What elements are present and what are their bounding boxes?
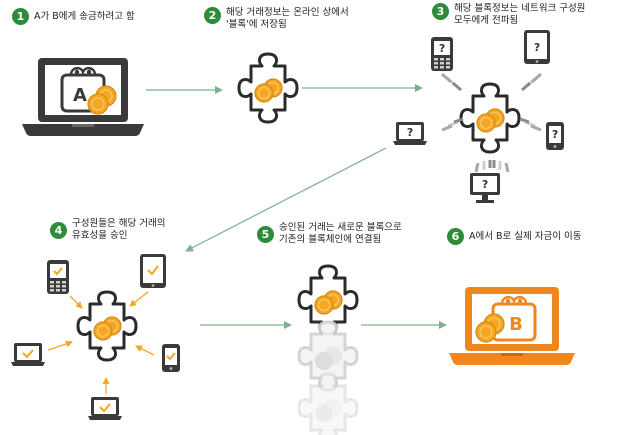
tablet-icon	[524, 30, 550, 64]
step-text: A에서 B로 실제 자금이 이동	[469, 231, 582, 242]
wallet-a-label: A	[73, 85, 87, 106]
step-number: 3	[432, 3, 449, 20]
laptop-icon	[393, 122, 427, 145]
block-puzzle-icon	[237, 52, 299, 124]
step-5: 5 승인된 거래는 새로운 블록으로 기존의 블록체인에 연결됨	[257, 222, 402, 246]
step-3: 3 해당 블록정보는 네트워크 구성원 모두에게 전파됨	[432, 3, 585, 27]
phone-icon	[546, 122, 564, 150]
flow-arrow	[185, 147, 387, 252]
phone-icon	[431, 37, 453, 71]
laptop-icon	[11, 343, 45, 366]
step-6: 6 A에서 B로 실제 자금이 이동	[447, 228, 582, 245]
block-puzzle-icon	[459, 82, 521, 154]
coin-icon	[475, 313, 505, 343]
receiver-laptop: B	[449, 287, 575, 365]
wallet-b-label: B	[509, 314, 523, 335]
sender-laptop: A	[22, 58, 144, 136]
step-text: 구성원들은 해당 거래의 유효성을 승인	[72, 218, 166, 241]
step-4: 4 구성원들은 해당 거래의 유효성을 승인	[50, 218, 165, 242]
block-puzzle-icon	[76, 290, 138, 362]
step-text: A가 B에게 송금하려고 함	[34, 11, 135, 22]
wallet-b-icon: B	[491, 295, 537, 342]
coin-icon	[87, 85, 117, 115]
signal-waves	[441, 72, 542, 173]
approval-arrows	[47, 291, 155, 394]
laptop-icon	[88, 397, 122, 420]
step-2: 2 해당 거래정보는 온라인 상에서 '블록'에 저장됨	[204, 7, 349, 31]
phone-icon	[162, 344, 180, 372]
step-text: 승인된 거래는 새로운 블록으로 기존의 블록체인에 연결됨	[279, 222, 402, 245]
chain-block-ghost	[297, 372, 359, 435]
step-number: 4	[50, 222, 67, 239]
step-text: 해당 블록정보는 네트워크 구성원 모두에게 전파됨	[454, 3, 586, 26]
step-number: 2	[204, 7, 221, 24]
tablet-icon	[140, 254, 166, 288]
monitor-icon	[470, 173, 500, 203]
phone-icon	[47, 260, 69, 294]
step-number: 5	[257, 226, 274, 243]
step-text: 해당 거래정보는 온라인 상에서 '블록'에 저장됨	[226, 7, 349, 30]
step-number: 6	[447, 228, 464, 245]
step-number: 1	[12, 8, 29, 25]
step-1: 1 A가 B에게 송금하려고 함	[12, 8, 135, 25]
